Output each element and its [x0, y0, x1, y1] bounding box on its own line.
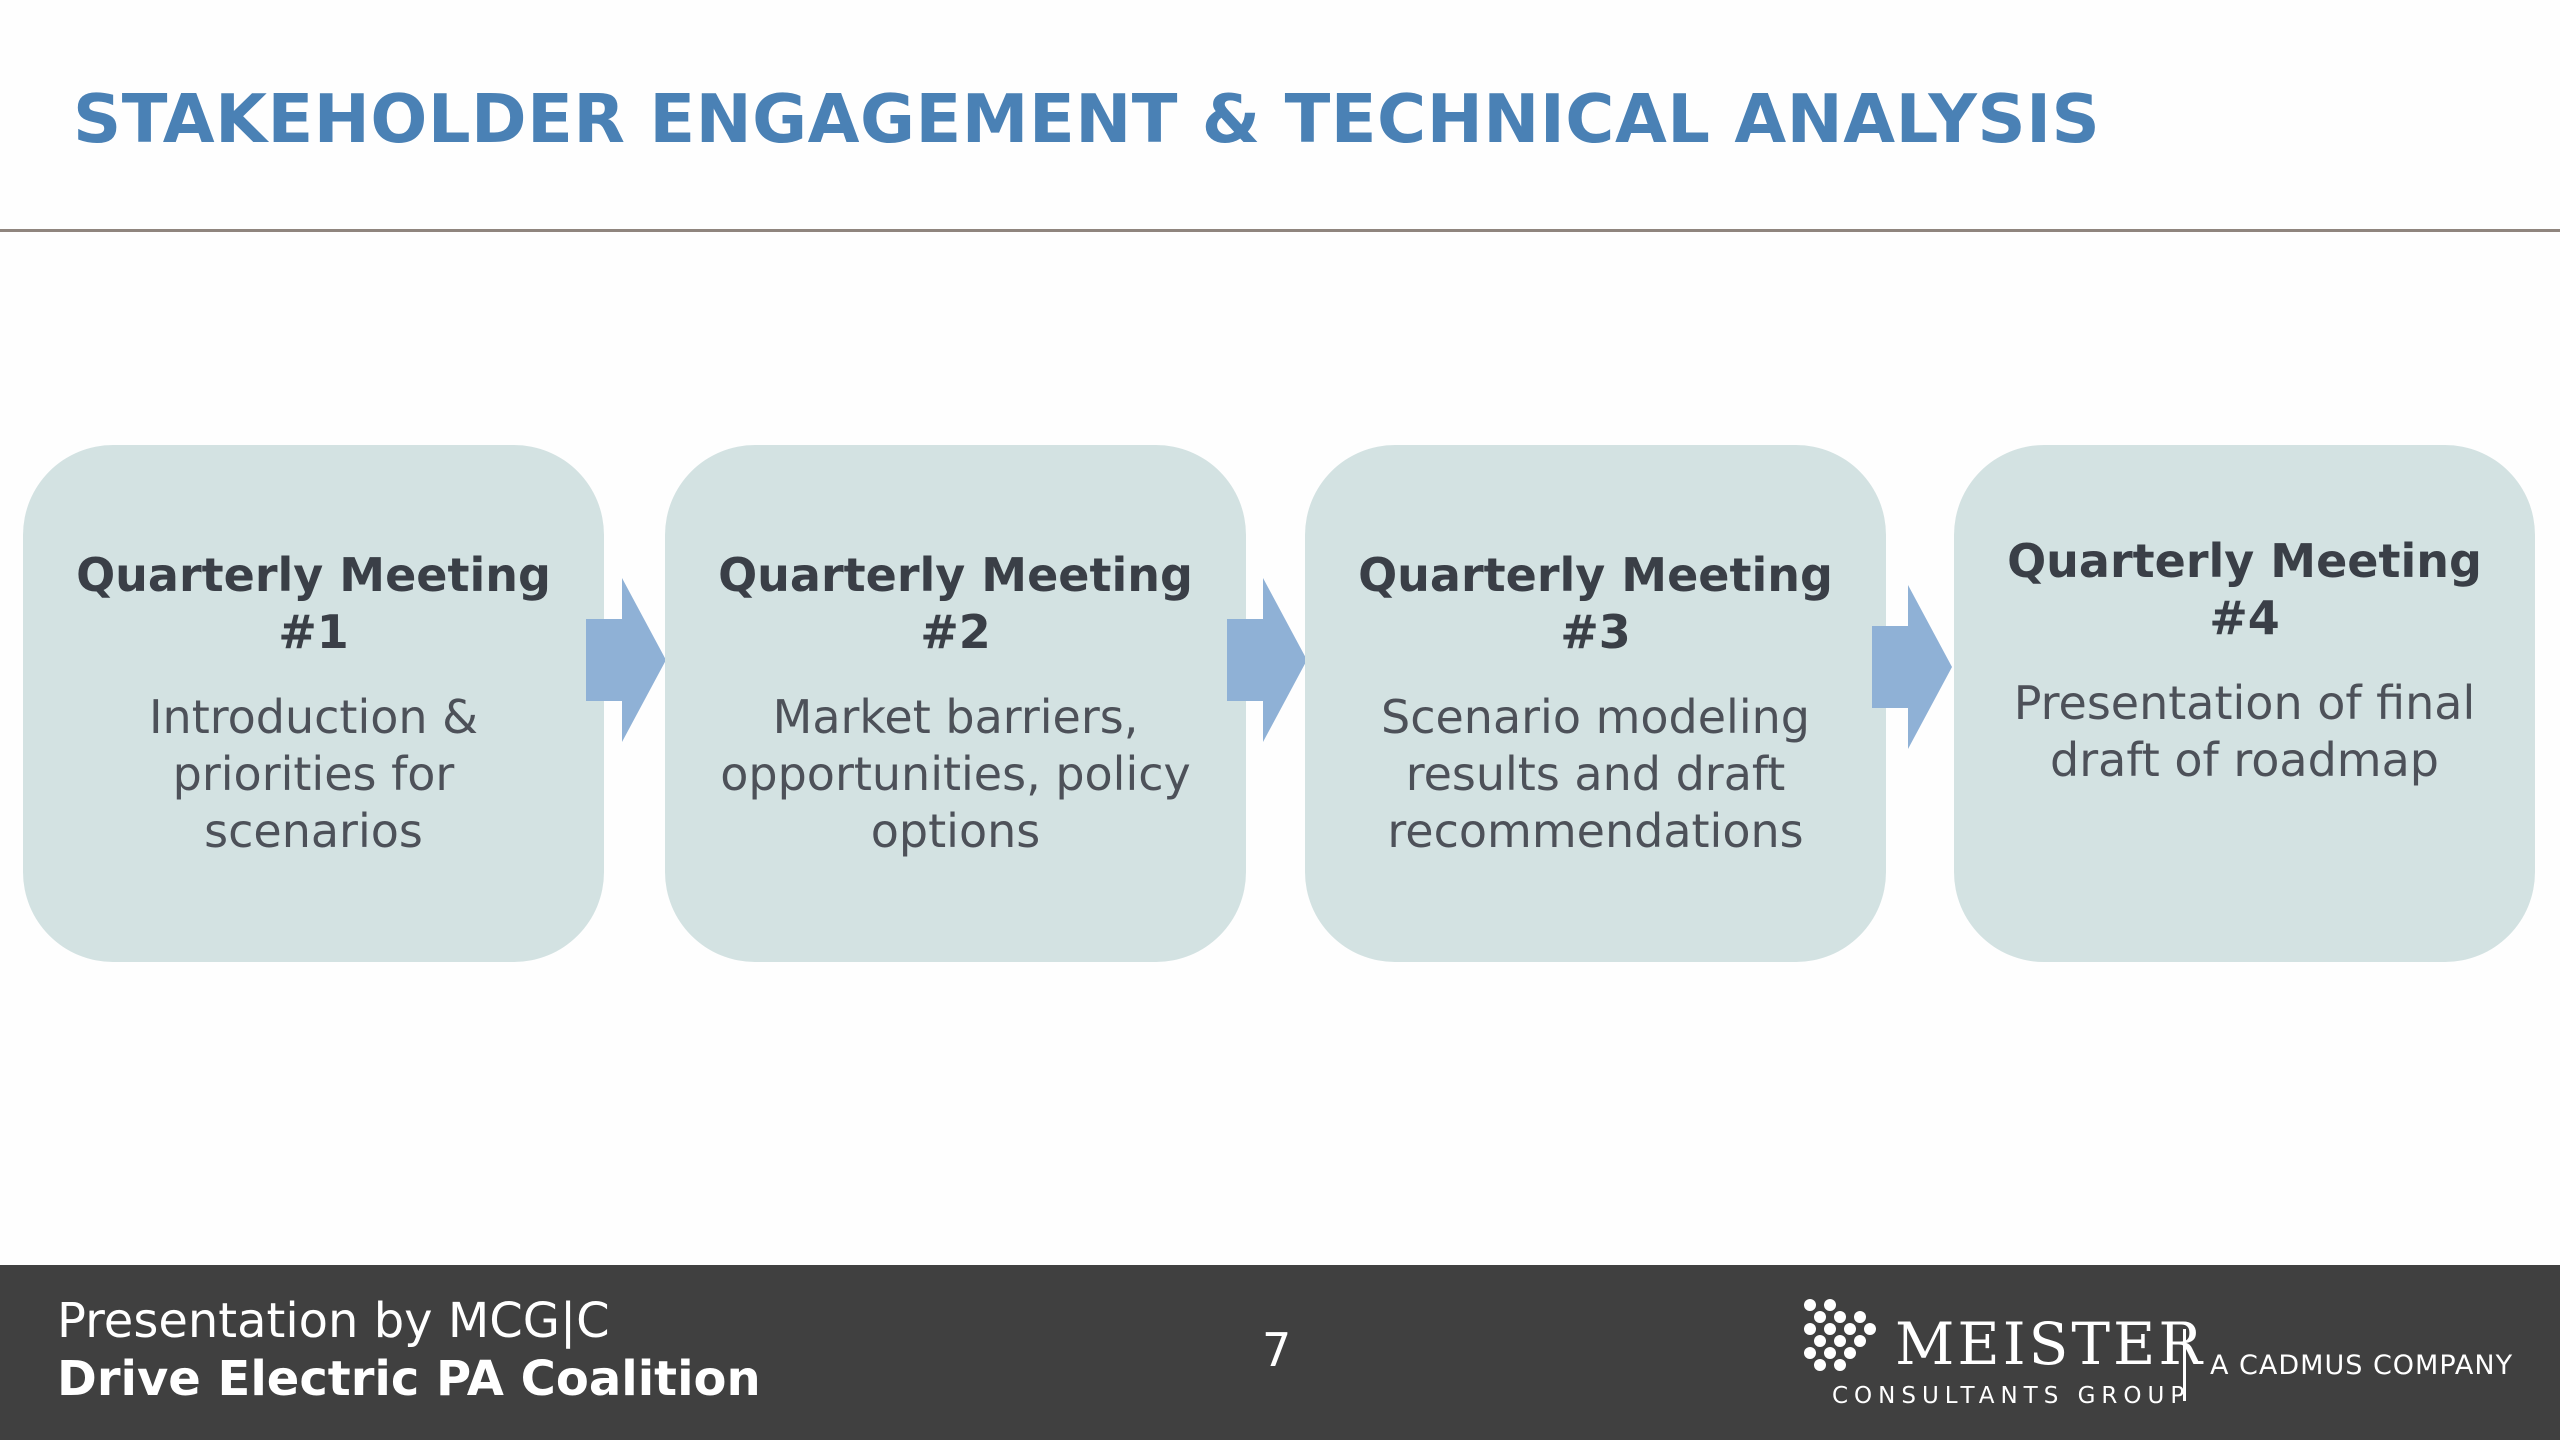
right-arrow-icon	[1227, 578, 1307, 742]
page-number: 7	[1262, 1323, 1292, 1377]
meeting-number: #3	[1560, 605, 1631, 659]
meeting-heading-line1: Quarterly Meeting	[2007, 534, 2482, 588]
meeting-number: #4	[2209, 591, 2280, 645]
logo-subtitle: CONSULTANTS GROUP	[1832, 1383, 2191, 1409]
slide-footer: Presentation by MCG|C Drive Electric PA …	[0, 1265, 2560, 1440]
meeting-description-line: recommendations	[1387, 804, 1804, 858]
meeting-heading: Quarterly Meeting #3	[1323, 547, 1868, 661]
slide-title: STAKEHOLDER ENGAGEMENT & TECHNICAL ANALY…	[73, 80, 2101, 158]
meeting-heading-line1: Quarterly Meeting	[76, 548, 551, 602]
meeting-description-line: opportunities, policy	[720, 747, 1191, 801]
meeting-heading: Quarterly Meeting #1	[41, 547, 586, 661]
meeting-description-line: options	[870, 804, 1041, 858]
meeting-number: #2	[920, 605, 991, 659]
meeting-description: Scenario modeling results and draft reco…	[1323, 689, 1868, 860]
meeting-description-line: Presentation of final	[2013, 676, 2476, 730]
meeting-description: Market barriers, opportunities, policy o…	[683, 689, 1228, 860]
right-arrow-icon	[586, 578, 666, 742]
right-arrow-icon	[1872, 585, 1952, 749]
meeting-description-line: Scenario modeling	[1381, 690, 1810, 744]
meeting-description: Introduction & priorities for scenarios	[41, 689, 586, 860]
meeting-description: Presentation of final draft of roadmap	[1972, 675, 2517, 789]
meeting-heading-line1: Quarterly Meeting	[718, 548, 1193, 602]
meeting-heading: Quarterly Meeting #2	[683, 547, 1228, 661]
meeting-number: #1	[278, 605, 349, 659]
client-name: Drive Electric PA Coalition	[57, 1351, 761, 1407]
presenter-credit: Presentation by MCG|C	[57, 1293, 610, 1349]
logo-name: MEISTER	[1895, 1310, 2206, 1378]
logo-tagline: A CADMUS COMPANY	[2210, 1350, 2514, 1381]
meeting-description-line: scenarios	[204, 804, 423, 858]
meeting-box-4: Quarterly Meeting #4 Presentation of fin…	[1954, 445, 2535, 962]
dot-grid-logo-icon	[1804, 1299, 1876, 1371]
meeting-heading-line1: Quarterly Meeting	[1358, 548, 1833, 602]
meeting-box-2: Quarterly Meeting #2 Market barriers, op…	[665, 445, 1246, 962]
meeting-heading: Quarterly Meeting #4	[1972, 533, 2517, 647]
logo-divider	[2183, 1329, 2186, 1401]
meeting-description-line: Introduction &	[148, 690, 479, 744]
meeting-description-line: priorities for	[172, 747, 455, 801]
meeting-description-line: Market barriers,	[772, 690, 1139, 744]
meeting-box-3: Quarterly Meeting #3 Scenario modeling r…	[1305, 445, 1886, 962]
meeting-description-line: draft of roadmap	[2050, 733, 2439, 787]
title-divider	[0, 229, 2560, 232]
meeting-description-line: results and draft	[1405, 747, 1786, 801]
meeting-box-1: Quarterly Meeting #1 Introduction & prio…	[23, 445, 604, 962]
